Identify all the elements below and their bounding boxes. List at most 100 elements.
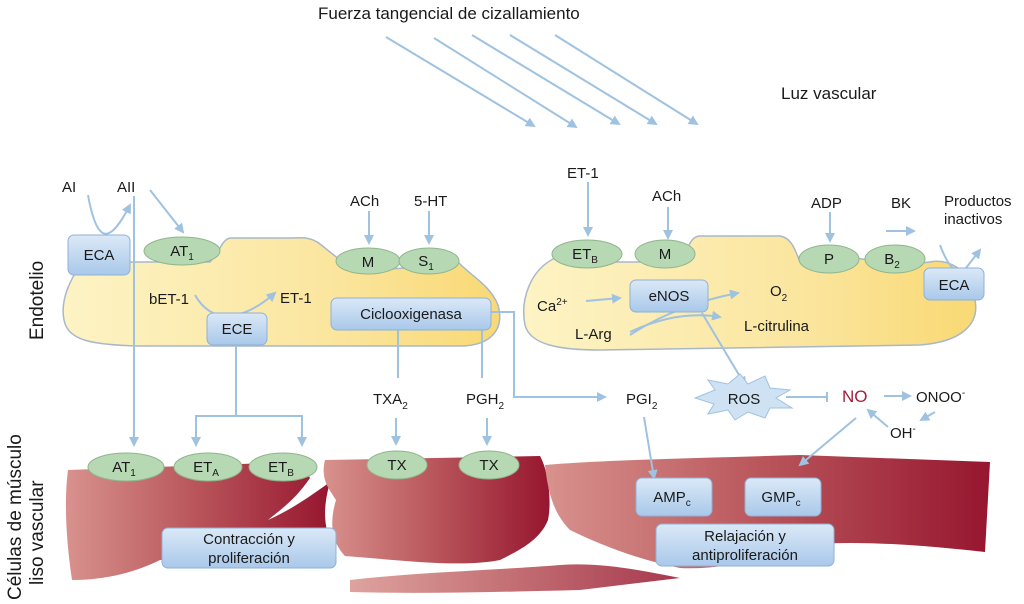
ligand-o2-sub: 2 [782, 293, 788, 304]
arrow-oh-to-no [866, 408, 889, 428]
eca-right-box[interactable]: ECA [923, 267, 985, 301]
arrow-aii-to-at1-endo [149, 189, 185, 234]
camp-sub: c [686, 498, 691, 509]
receptor-m-right[interactable]: M [634, 239, 696, 269]
receptor-tx-1[interactable]: TX [366, 450, 428, 480]
receptor-sub: A [212, 468, 219, 479]
receptor-main: B [884, 251, 894, 268]
contraction-outcome-box[interactable]: Contracción y proliferación [161, 527, 337, 569]
ligand-pgi2-sub: 2 [652, 401, 658, 412]
ligand-lcitrulina: L-citrulina [744, 318, 810, 335]
shear-arrow [554, 34, 699, 126]
svg-text:AMPc: AMPc [653, 489, 691, 509]
receptor-at1-endo[interactable]: AT1 [143, 236, 221, 266]
receptor-s1[interactable]: S1 [398, 247, 460, 275]
receptor-sub: B [591, 255, 598, 266]
endothelium-label: Endotelio [27, 261, 48, 340]
ece-box[interactable]: ECE [206, 312, 268, 346]
receptor-sub: 1 [428, 262, 434, 273]
receptor-m-left[interactable]: M [335, 247, 401, 275]
svg-text:AT1: AT1 [170, 243, 194, 263]
receptor-main: ET [268, 459, 287, 476]
smooth-muscle-label-line2: liso vascular [27, 480, 48, 585]
relaxation-line1: Relajación y [704, 528, 786, 545]
svg-text:AT1: AT1 [112, 459, 136, 479]
receptor-main: ET [193, 459, 212, 476]
arrow-onoo-to-oh [919, 411, 936, 421]
ligand-adp: ADP [811, 195, 842, 212]
svg-text:PGH2: PGH2 [466, 391, 505, 412]
arrow-ece-to-etb [236, 415, 307, 447]
enos-box[interactable]: eNOS [629, 279, 709, 313]
eca-left-label: ECA [84, 247, 115, 264]
shear-arrow [433, 37, 578, 129]
contraction-line2: proliferación [208, 550, 290, 567]
receptor-main: AT [170, 243, 188, 260]
ligand-pgi2: PGI [626, 391, 652, 408]
svg-text:GMPc: GMPc [761, 489, 800, 509]
receptor-sub: B [287, 468, 294, 479]
receptor-main: S [418, 253, 428, 270]
cgmp-sub: c [796, 498, 801, 509]
ligand-bk: BK [891, 195, 911, 212]
svg-text:B2: B2 [884, 251, 900, 271]
ligand-ca-sup: 2+ [556, 297, 568, 308]
ros-label: ROS [728, 391, 761, 408]
receptor-main: M [659, 246, 672, 263]
receptor-p[interactable]: P [798, 244, 860, 274]
arrow-ai-to-aii [87, 194, 131, 235]
contraction-line1: Contracción y [203, 531, 295, 548]
svg-text:Ca2+: Ca2+ [537, 297, 568, 315]
arrow-enos-to-ros [701, 312, 747, 387]
svg-text:O2: O2 [770, 283, 788, 304]
ligand-oh-sup: - [913, 424, 916, 435]
lumen-label: Luz vascular [781, 84, 877, 103]
eca-left-box[interactable]: ECA [67, 234, 131, 276]
ligand-pgh2-sub: 2 [499, 401, 505, 412]
camp-box[interactable]: AMPc [635, 477, 713, 517]
ligand-ach-left: ACh [350, 193, 379, 210]
arrow-cox-to-pgi2 [490, 311, 607, 402]
ligand-txa2-sub: 2 [402, 401, 408, 412]
ligand-ca: Ca [537, 298, 557, 315]
svg-text:OH-: OH- [890, 424, 916, 442]
ligand-5ht: 5-HT [414, 193, 447, 210]
receptor-main: AT [112, 459, 130, 476]
smooth-muscle-cell-4 [350, 564, 680, 593]
receptor-etb-endo[interactable]: ETB [551, 239, 623, 269]
svg-text:S1: S1 [418, 253, 434, 273]
ros-burst[interactable]: ROS [693, 373, 794, 421]
receptor-etb-smc[interactable]: ETB [248, 452, 318, 482]
arrow-larg-to-citrulina [629, 310, 722, 333]
shear-arrow [509, 34, 658, 126]
arrow-ca-to-enos [585, 293, 622, 304]
receptor-tx-2[interactable]: TX [458, 450, 520, 480]
ligand-no: NO [842, 387, 868, 406]
cox-box[interactable]: Ciclooxigenasa [330, 297, 492, 331]
eca-right-label: ECA [939, 277, 970, 294]
ligand-o2: O [770, 283, 782, 300]
cox-label: Ciclooxigenasa [360, 306, 462, 323]
arrow-ece-to-eta [191, 342, 237, 447]
receptor-b2[interactable]: B2 [864, 244, 926, 274]
svg-text:PGI2: PGI2 [626, 391, 658, 412]
ligand-txa2: TXA [373, 391, 402, 408]
endothelial-cell-right [523, 235, 977, 351]
svg-text:ONOO-: ONOO- [916, 388, 965, 406]
svg-text:TXA2: TXA2 [373, 391, 408, 412]
svg-text:ETB: ETB [268, 459, 294, 479]
receptor-eta-smc[interactable]: ETA [173, 452, 243, 482]
receptor-main: P [824, 251, 834, 268]
receptor-sub: 1 [188, 252, 194, 263]
inactive-products-line1: Productos [944, 193, 1012, 210]
receptor-at1-smc[interactable]: AT1 [87, 452, 165, 482]
ligand-bet1: bET-1 [149, 291, 189, 308]
relaxation-line2: antiproliferación [692, 547, 798, 564]
relaxation-outcome-box[interactable]: Relajación y antiproliferación [655, 523, 835, 567]
receptor-sub: 1 [130, 468, 136, 479]
shear-force-arrows [385, 34, 699, 129]
receptor-main: ET [572, 246, 591, 263]
cgmp-box[interactable]: GMPc [744, 477, 822, 517]
shear-arrow [385, 36, 536, 128]
